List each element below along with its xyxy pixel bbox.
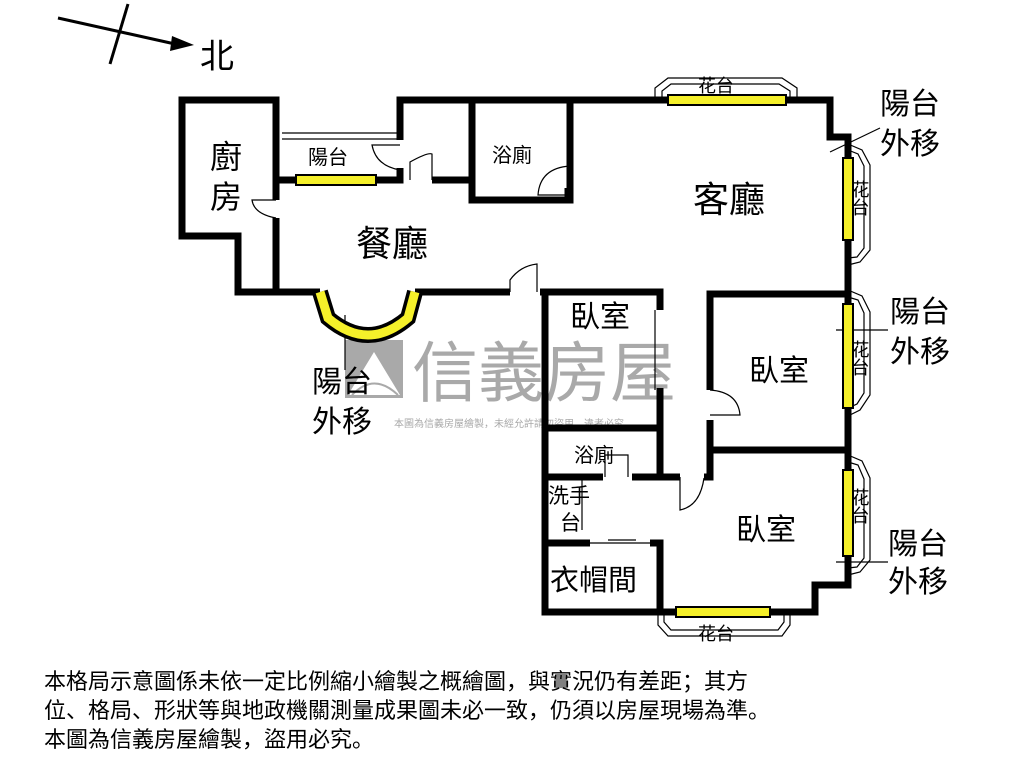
bedroom-label: 臥室: [749, 354, 809, 389]
bedroom-label: 臥室: [736, 513, 796, 548]
planter-label: 花台: [698, 624, 734, 645]
annotation: 外移: [312, 405, 372, 440]
living-label: 客廳: [693, 180, 765, 221]
disclaimer-line: 本圖為信義房屋繪製，盜用必究。: [44, 728, 375, 753]
north-label: 北: [200, 37, 234, 77]
window: [667, 94, 787, 106]
planter-label: 花台: [849, 340, 870, 376]
planter-label: 花台: [698, 76, 734, 97]
wall: [704, 420, 714, 481]
planter-outline: [663, 612, 785, 631]
wall: [540, 288, 664, 310]
planter-outline: [847, 289, 871, 417]
compass: 北: [57, 3, 234, 77]
door-bedroom-bottom: [679, 477, 705, 511]
planter-outline: [847, 143, 871, 266]
wall: [706, 290, 848, 390]
door-balcony: [371, 144, 401, 171]
watermark-logo-icon: [345, 340, 403, 398]
wall: [178, 96, 320, 296]
wall: [396, 96, 574, 204]
balcony-label: 陽台: [308, 145, 348, 169]
doors: [251, 144, 741, 544]
dining-label: 餐廳: [356, 224, 428, 265]
windows: [295, 94, 854, 618]
planter-outline: [654, 77, 798, 100]
annotation: 外移: [888, 565, 948, 600]
wall: [541, 96, 852, 616]
window: [842, 157, 854, 241]
bay-window: [312, 289, 423, 343]
bath-label: 浴廁: [574, 443, 614, 467]
compass-line: [108, 3, 130, 65]
planter-outline: [847, 296, 865, 409]
closet-label: 衣帽間: [550, 563, 637, 597]
walls: [178, 96, 852, 616]
washbasin-label: 洗手: [548, 484, 590, 508]
bath-label: 浴廁: [492, 143, 532, 167]
planter-outline: [847, 149, 865, 259]
disclaimer-line: 位、格局、形狀等與地政機關測量成果圖未必一致，仍須以房屋現場為準。: [44, 699, 771, 724]
annotation-leader-line: [829, 127, 881, 153]
annotation: 陽台: [880, 87, 940, 122]
planter-outline: [847, 454, 871, 576]
window: [842, 469, 854, 557]
annotation: 外移: [880, 127, 940, 162]
planter-label: 花台: [849, 488, 870, 524]
door-bath-top: [537, 165, 571, 196]
annotation: 陽台: [888, 527, 948, 562]
planter-outline: [657, 612, 791, 637]
annotation: 陽台: [312, 365, 372, 400]
planter-outline: [661, 83, 791, 100]
annotation: 陽台: [890, 295, 950, 330]
arrow-icon: [170, 36, 194, 51]
wall: [650, 539, 664, 612]
window: [842, 303, 854, 409]
door-bedroom-right: [709, 389, 741, 416]
kitchen-label: 房: [210, 178, 242, 216]
window: [295, 174, 377, 186]
disclaimer: 本格局示意圖係未依一定比例縮小繪製之概繪圖，與實況仍有差距；其方 位、格局、形狀…: [44, 668, 770, 755]
wall: [468, 100, 572, 204]
wall: [545, 424, 664, 481]
bedroom-label: 臥室: [570, 300, 630, 335]
washbasin-label: 台: [560, 511, 581, 535]
room-labels: 廚 房 陽台 浴廁 餐廳 客廳 臥室 臥室 臥室 浴廁 洗手 台 衣帽間 花台 …: [210, 76, 870, 645]
kitchen-label: 廚: [210, 138, 242, 176]
door-bath-mid: [604, 454, 629, 477]
door-corridor: [509, 263, 538, 292]
bay-window-glass: [315, 290, 420, 340]
door-kitchen: [251, 199, 277, 219]
compass-line: [57, 16, 176, 46]
window: [675, 606, 771, 618]
watermark: 信義房屋 本圖為信義房屋繪製，未經允許請勿盜用，違者必究: [345, 335, 676, 430]
disclaimer-line: 本格局示意圖係未依一定比例縮小繪製之概繪圖，與實況仍有差距；其方: [44, 670, 749, 695]
door-closet: [590, 539, 650, 544]
balcony-moved-annotations: 陽台 外移 陽台 外移 陽台 外移 陽台 外移: [312, 87, 950, 600]
door-dining-balcony: [409, 153, 433, 180]
planter-outline: [847, 461, 865, 569]
annotation: 外移: [890, 335, 950, 370]
planter-label: 花台: [849, 180, 870, 216]
